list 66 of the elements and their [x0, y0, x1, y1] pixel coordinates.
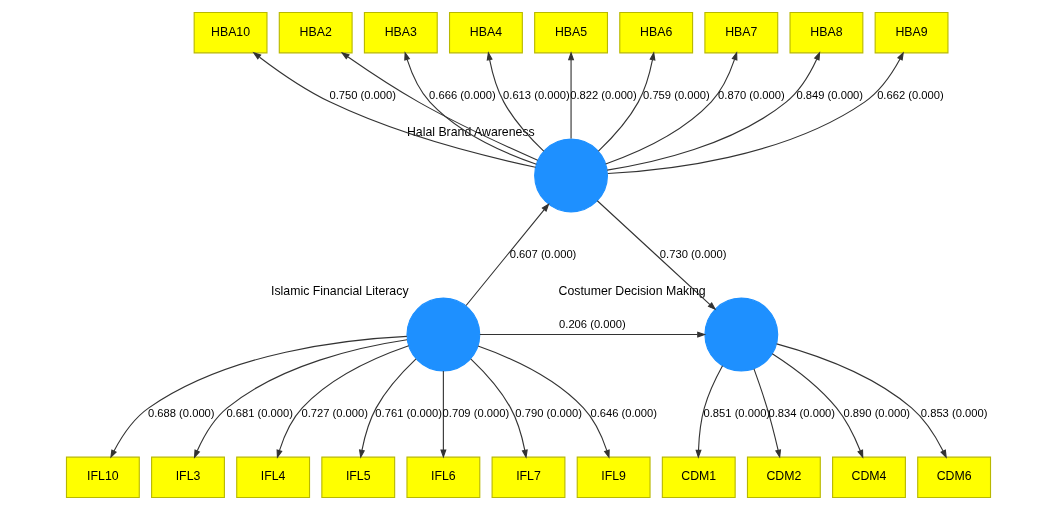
node-box: HBA6 — [618, 11, 693, 54]
arrow — [606, 51, 820, 171]
edge-label: 0.759 (0.000) — [642, 88, 710, 101]
arrow — [476, 345, 610, 459]
arrow — [193, 339, 408, 459]
node-box: HBA7 — [703, 11, 778, 54]
edge-label: 0.646 (0.000) — [589, 406, 657, 419]
arrow — [567, 51, 574, 140]
edge-label: 0.681 (0.000) — [225, 406, 293, 419]
arrow — [752, 368, 781, 459]
arrow — [469, 358, 528, 459]
node-box: IFL6 — [405, 456, 480, 499]
edge-label: 0.851 (0.000) — [703, 406, 770, 419]
node-box: CDM4 — [831, 456, 906, 499]
edge-label: 0.890 (0.000) — [843, 406, 910, 419]
arrow — [465, 202, 550, 307]
arrow — [771, 353, 863, 459]
node-box: IFL10 — [65, 456, 140, 499]
node-box: HBA2 — [278, 11, 353, 54]
edge-label: 0.206 (0.000) — [558, 317, 626, 330]
node-box: HBA9 — [874, 11, 948, 54]
edge-label: 0.849 (0.000) — [796, 88, 863, 101]
edge-label: 0.607 (0.000) — [509, 247, 576, 260]
node-box: IFL4 — [235, 456, 310, 499]
arrow — [606, 51, 904, 175]
edge-label: 0.853 (0.000) — [920, 406, 987, 419]
arrow — [597, 51, 655, 152]
node-box: HBA10 — [193, 11, 268, 54]
edge-label: 0.761 (0.000) — [374, 406, 442, 419]
node-box: CDM6 — [916, 456, 991, 499]
node-box: HBA3 — [363, 11, 438, 54]
edge-label: 0.822 (0.000) — [569, 88, 637, 101]
node-box: IFL9 — [576, 456, 651, 499]
node-box: CDM1 — [661, 456, 736, 499]
node-box: HBA4 — [448, 11, 523, 54]
node-circle — [405, 297, 480, 372]
arrow — [478, 331, 706, 338]
arrow — [252, 51, 536, 168]
arrow — [775, 343, 947, 459]
node-label: Islamic Financial Literacy — [270, 283, 409, 298]
edge-label: 0.834 (0.000) — [768, 406, 835, 419]
node-box: IFL3 — [150, 456, 225, 499]
edge-label: 0.870 (0.000) — [717, 88, 785, 101]
node-box: HBA5 — [533, 11, 608, 54]
edge-label: 0.662 (0.000) — [876, 88, 944, 101]
edge-label: 0.790 (0.000) — [514, 406, 582, 419]
node-box: HBA8 — [788, 11, 863, 54]
node-circle — [703, 297, 778, 372]
edge-label: 0.666 (0.000) — [428, 88, 496, 101]
arrow — [358, 358, 417, 459]
node-box: IFL7 — [491, 456, 565, 499]
arrow — [340, 51, 538, 161]
edge-label: 0.730 (0.000) — [659, 247, 726, 260]
edge-label: 0.613 (0.000) — [502, 88, 570, 101]
arrow — [596, 200, 716, 311]
arrow — [604, 51, 737, 165]
arrow — [109, 335, 407, 459]
arrow — [403, 51, 537, 165]
node-box: CDM2 — [746, 456, 821, 499]
edge-label: 0.688 (0.000) — [147, 406, 215, 419]
arrow — [439, 370, 446, 459]
arrow — [276, 345, 409, 459]
node-box: IFL5 — [320, 456, 395, 499]
edge-label: 0.750 (0.000) — [328, 88, 396, 101]
arrow — [694, 365, 723, 459]
edge-label: 0.727 (0.000) — [300, 406, 368, 419]
